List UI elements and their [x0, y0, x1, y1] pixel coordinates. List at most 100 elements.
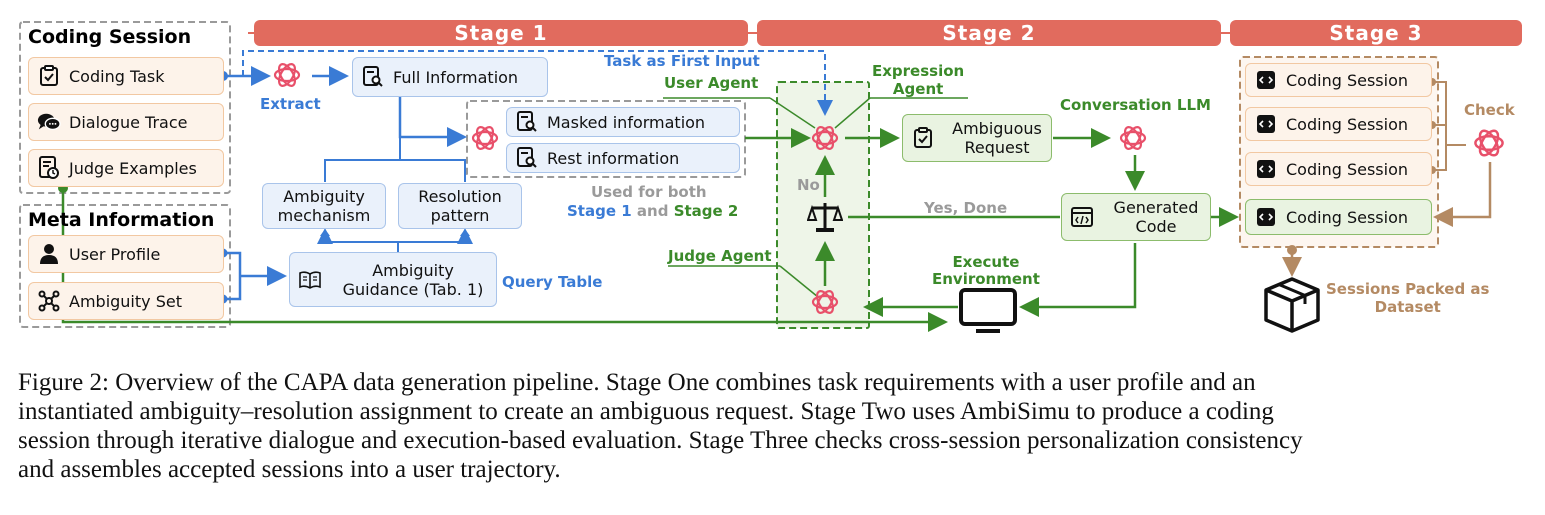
full-information-label: Full Information — [393, 67, 519, 87]
monitor-icon — [958, 288, 1018, 339]
expression-agent-line2: Agent — [892, 80, 944, 98]
resolution-pattern-box: Resolution pattern — [398, 183, 522, 229]
judge-agent-label: Judge Agent — [668, 247, 772, 265]
stage3-banner: Stage 3 — [1230, 20, 1522, 46]
ambiguous-request-box: Ambiguous Request — [902, 114, 1052, 162]
no-label: No — [797, 176, 820, 194]
document-search-icon — [515, 110, 539, 134]
coding-task-item: Coding Task — [28, 57, 224, 95]
rest-information-label: Rest information — [547, 148, 680, 168]
ambiguous-request-line2: Request — [964, 138, 1030, 157]
ambiguity-mechanism-line1: Ambiguity — [283, 187, 365, 206]
ambiguity-guidance-text: Ambiguity Guidance (Tab. 1) — [330, 261, 496, 299]
ambiguity-mechanism-box: Ambiguity mechanism — [262, 183, 386, 229]
dialogue-trace-label: Dialogue Trace — [69, 112, 188, 132]
stage3-session-4-label: Coding Session — [1286, 207, 1408, 227]
resolution-pattern-line2: pattern — [430, 206, 490, 225]
stage3-session-2-label: Coding Session — [1286, 114, 1408, 134]
stage1-label: Stage 1 — [454, 21, 548, 45]
conversation-llm-label: Conversation LLM — [1060, 96, 1211, 114]
network-nodes-icon — [37, 289, 61, 313]
ambiguous-request-text: Ambiguous Request — [943, 119, 1051, 157]
ambiguity-mechanism-line2: mechanism — [277, 206, 371, 225]
caption-line-3: session through iterative dialogue and e… — [18, 427, 1303, 454]
code-file-icon — [1254, 112, 1278, 136]
user-agent-label: User Agent — [664, 74, 759, 92]
ambiguity-guidance-line2: Guidance (Tab. 1) — [342, 279, 484, 299]
generated-code-box: Generated Code — [1061, 193, 1211, 241]
and-word: and — [636, 202, 669, 220]
stage3-session-1: Coding Session — [1245, 63, 1432, 97]
task-first-input-label: Task as First Input — [604, 52, 760, 70]
openai-logo-icon — [810, 287, 840, 322]
generated-code-line2: Code — [1135, 217, 1177, 236]
package-box-icon — [1262, 276, 1322, 339]
openai-logo-icon — [810, 123, 840, 158]
full-information-box: Full Information — [352, 57, 548, 97]
coding-task-label: Coding Task — [69, 66, 165, 86]
masked-information-box: Masked information — [506, 107, 740, 137]
rest-information-box: Rest information — [506, 143, 740, 173]
sessions-packed-line2: Dataset — [1374, 298, 1441, 316]
stage1-banner: Stage 1 — [254, 20, 748, 46]
sessions-packed-line1: Sessions Packed as — [1326, 280, 1490, 298]
judge-examples-label: Judge Examples — [69, 158, 197, 178]
code-file-icon — [1254, 157, 1278, 181]
user-profile-label: User Profile — [69, 244, 161, 264]
sessions-packed-label: Sessions Packed as Dataset — [1326, 280, 1489, 316]
openai-logo-icon — [470, 123, 500, 158]
clipboard-check-icon — [911, 126, 935, 150]
stage2-label: Stage 2 — [942, 21, 1036, 45]
stage3-session-4: Coding Session — [1245, 199, 1432, 235]
caption-line-4: and assembles accepted sessions into a u… — [18, 456, 561, 483]
meta-information-title: Meta Information — [28, 209, 215, 231]
code-file-icon — [1254, 205, 1278, 229]
openai-logo-icon — [272, 60, 302, 95]
judge-examples-item: Judge Examples — [28, 149, 224, 187]
chat-bubbles-icon — [37, 110, 61, 134]
stage1-ref: Stage 1 — [567, 202, 632, 220]
yes-done-label: Yes, Done — [924, 199, 1008, 217]
query-table-label: Query Table — [502, 273, 603, 291]
ambiguity-set-item: Ambiguity Set — [28, 282, 224, 320]
execute-environment-line2: Environment — [932, 270, 1040, 288]
coding-session-title: Coding Session — [28, 26, 192, 48]
code-file-icon — [1254, 68, 1278, 92]
stage3-session-3: Coding Session — [1245, 152, 1432, 186]
caption-line-2: instantiated ambiguity–resolution assign… — [18, 398, 1274, 425]
stage3-label: Stage 3 — [1329, 21, 1423, 45]
ambiguity-guidance-line1: Ambiguity — [372, 260, 454, 280]
generated-code-line1: Generated — [1113, 198, 1199, 217]
caption-line-1: Figure 2: Overview of the CAPA data gene… — [18, 369, 1256, 396]
resolution-pattern-line1: Resolution — [418, 187, 502, 206]
scale-icon — [806, 200, 844, 239]
open-book-icon — [298, 268, 322, 292]
used-for-both-label: Used for both — [591, 183, 707, 201]
stage-reference-line: Stage 1 and Stage 2 — [567, 202, 738, 220]
stage3-session-3-label: Coding Session — [1286, 159, 1408, 179]
stage2-ref: Stage 2 — [673, 202, 739, 220]
ambiguous-request-line1: Ambiguous — [952, 119, 1042, 138]
ambiguity-guidance-box: Ambiguity Guidance (Tab. 1) — [289, 252, 497, 307]
user-icon — [37, 242, 61, 266]
document-clock-icon — [37, 156, 61, 180]
stage3-session-1-label: Coding Session — [1286, 70, 1408, 90]
execute-environment-line1: Execute — [952, 253, 1020, 271]
openai-logo-icon — [1118, 123, 1148, 158]
expression-agent-line1: Expression — [872, 62, 965, 80]
dialogue-trace-item: Dialogue Trace — [28, 103, 224, 141]
generated-code-text: Generated Code — [1102, 198, 1210, 236]
code-window-icon — [1070, 205, 1094, 229]
extract-label: Extract — [260, 95, 321, 113]
masked-information-label: Masked information — [547, 112, 706, 132]
check-label: Check — [1464, 101, 1515, 119]
openai-logo-icon — [1472, 126, 1506, 165]
clipboard-check-icon — [37, 64, 61, 88]
document-search-icon — [515, 146, 539, 170]
document-search-icon — [361, 65, 385, 89]
figure-caption: Figure 2: Overview of the CAPA data gene… — [18, 368, 1533, 484]
stage2-banner: Stage 2 — [757, 20, 1221, 46]
user-profile-item: User Profile — [28, 235, 224, 273]
ambiguity-set-label: Ambiguity Set — [69, 291, 182, 311]
